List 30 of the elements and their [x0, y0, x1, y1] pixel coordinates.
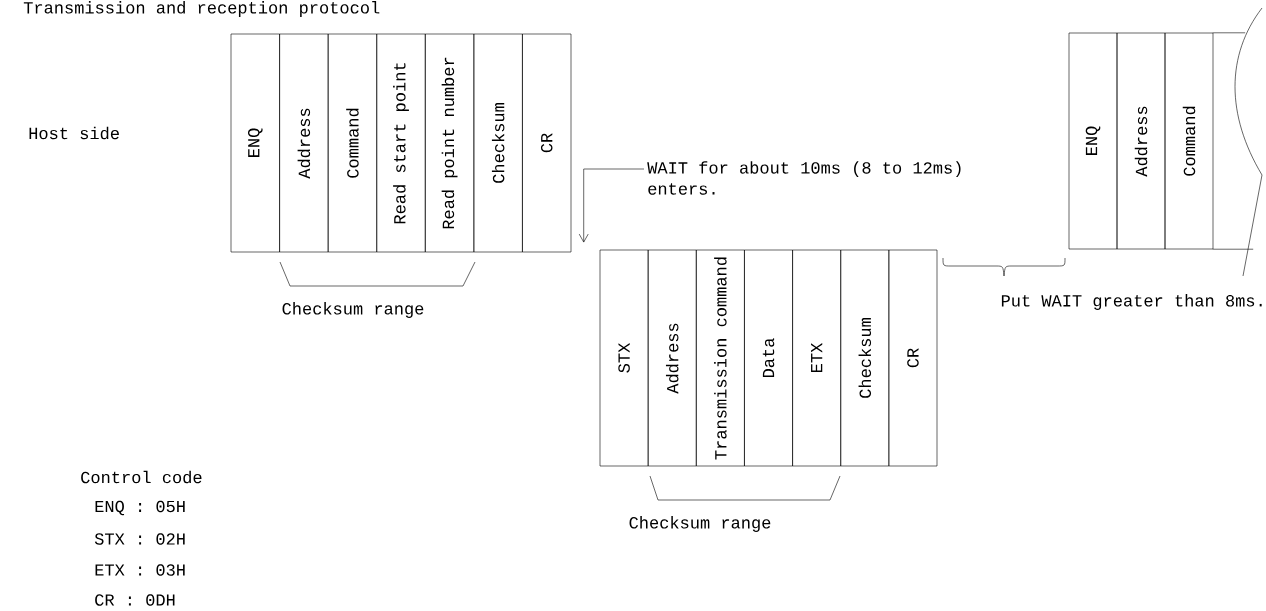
code-row: ETX : 03H — [95, 564, 185, 576]
frame-cell: Checksum — [473, 33, 523, 253]
frame-cell: Read start point — [376, 33, 426, 253]
wait-note: Put WAIT greater than 8ms. — [1001, 294, 1262, 310]
frame-cell: ENQ — [1068, 32, 1118, 250]
frame-cell: Read point number — [425, 33, 475, 253]
frame-cell: Checksum — [840, 249, 890, 467]
frame-cell: ETX — [792, 249, 841, 467]
frame-cell: CR — [888, 249, 938, 467]
frame-cell — [1212, 32, 1254, 250]
range-label: Checksum range — [629, 516, 771, 532]
frame-cell: Address — [1116, 32, 1166, 250]
heading: Control code — [81, 470, 202, 484]
frame-cell: Command — [1164, 32, 1214, 250]
frame-cell: Address — [647, 249, 697, 467]
code-row: CR : 0DH — [95, 594, 175, 606]
frame-cell: STX — [599, 249, 649, 467]
frame-cell: Address — [279, 33, 329, 253]
arrow — [578, 168, 645, 243]
frame-cell: ENQ — [230, 33, 280, 253]
code-row: STX : 02H — [94, 533, 185, 545]
frame-cell: Transmission command — [696, 249, 745, 467]
code-row: ENQ : 05H — [95, 500, 185, 516]
note: WAIT for about 10ms (8 to 12ms) enters. — [647, 161, 961, 195]
frame-cell: Data — [744, 249, 793, 467]
title: Transmission and reception protocol — [23, 1, 380, 17]
frame-cell: Command — [327, 33, 378, 253]
range-label: Checksum range — [282, 302, 424, 318]
side-label: Host side — [29, 126, 119, 140]
frame-cell: CR — [522, 33, 572, 253]
